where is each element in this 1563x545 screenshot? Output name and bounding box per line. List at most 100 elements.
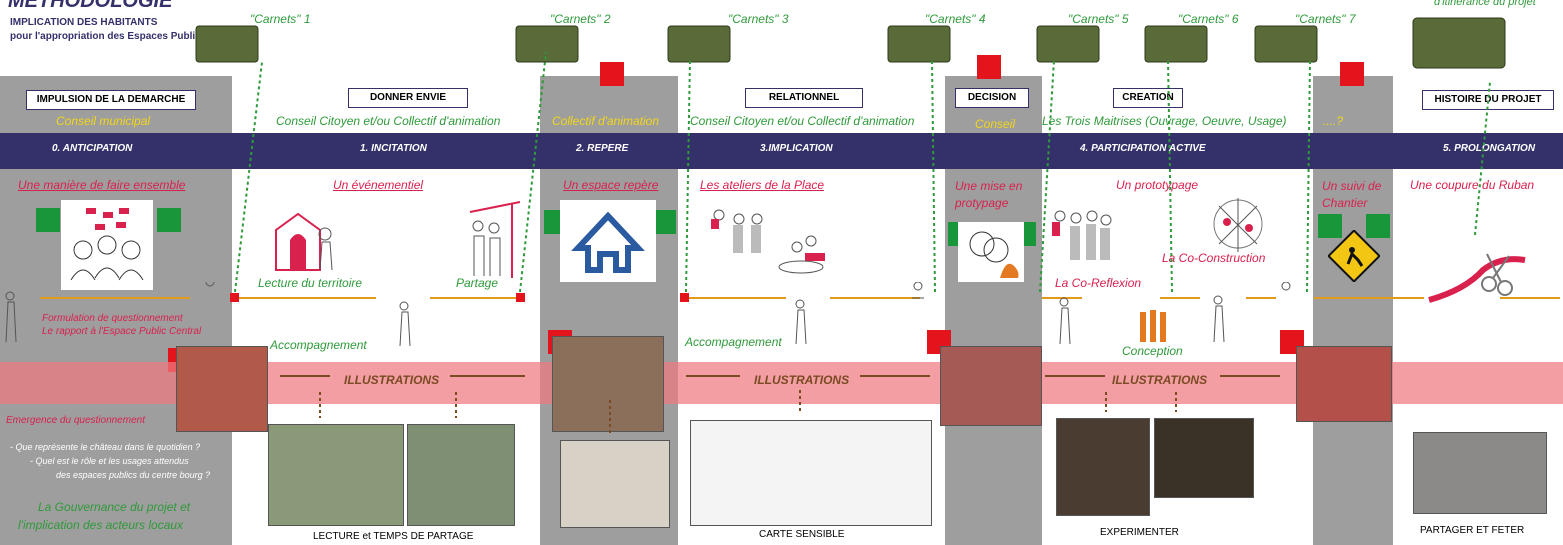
label-coconstruction: La Co-Construction — [1162, 251, 1266, 265]
timeline-segment — [1160, 297, 1200, 299]
sketch-house-icon — [560, 200, 656, 282]
notebook-icon — [195, 17, 1506, 69]
question-3: des espaces publics du centre bourg ? — [56, 470, 211, 480]
emergence-text: Emergence du questionnement — [6, 415, 145, 426]
phase-0: 0. ANTICIPATION — [52, 143, 133, 154]
label-accompagnement-1: Accompagnement — [270, 338, 367, 352]
box-impulsion: IMPULSION DE LA DEMARCHE — [26, 90, 196, 110]
actor-collectif: Collectif d'animation — [552, 114, 660, 128]
box-decision: DECISION — [955, 88, 1029, 108]
green-marker — [157, 208, 181, 232]
page-title: METHODOLOGIE — [8, 0, 173, 12]
timeline-marker — [230, 293, 239, 302]
red-marker — [977, 55, 1001, 79]
actor-question: ....? — [1323, 114, 1344, 128]
timeline-segment — [686, 297, 786, 299]
green-marker — [36, 208, 60, 232]
phase-4: 4. PARTICIPATION ACTIVE — [1080, 143, 1206, 154]
gouvernance-2: l'implication des acteurs locaux — [18, 518, 184, 532]
photo-experimenter-1 — [1056, 418, 1150, 516]
caption-carte: CARTE SENSIBLE — [759, 529, 845, 540]
sketch-territoire — [275, 212, 333, 271]
action-4: Une mise en protypage — [955, 179, 1023, 210]
photo-foule — [940, 346, 1042, 426]
subtitle-line1: IMPLICATION DES HABITANTS — [10, 17, 158, 28]
sketch-meeting — [61, 200, 153, 290]
sketch-coconstruction — [1213, 198, 1263, 252]
label-lecture: Lecture du territoire — [258, 276, 363, 290]
photo-lecture — [268, 424, 404, 526]
photo-carte-sensible — [690, 420, 932, 526]
sketch-partage — [469, 201, 521, 278]
green-marker — [1318, 214, 1342, 238]
timeline-segment — [40, 297, 190, 299]
rapport-text: Le rapport à l'Espace Public Central — [42, 326, 202, 337]
action-2: Un espace repère — [563, 178, 659, 192]
carnet-label-1: "Carnets" 1 — [250, 12, 311, 26]
illustrations-label-1: ILLUSTRATIONS — [344, 373, 440, 387]
photo-carnet-ouvert — [560, 440, 670, 528]
question-1: - Que représente le château dans le quot… — [10, 442, 201, 452]
formulation-text: Formulation de questionnement — [42, 313, 183, 324]
person-icons — [5, 282, 1291, 347]
carnet-label-2: "Carnets" 2 — [550, 12, 611, 26]
carnet-label-4: "Carnets" 4 — [925, 12, 986, 26]
action-3: Les ateliers de la Place — [700, 178, 825, 192]
sketch-groupe — [1052, 210, 1112, 260]
label-coreflexion: La Co-Reflexion — [1055, 276, 1142, 290]
gouvernance-1: La Gouvernance du projet et — [38, 500, 191, 514]
photo-chateau — [176, 346, 268, 432]
phase-2: 2. REPERE — [576, 143, 629, 154]
illustrations-label-2: ILLUSTRATIONS — [754, 373, 850, 387]
phase-3: 3.IMPLICATION — [760, 143, 833, 154]
phase-1: 1. INCITATION — [360, 143, 427, 154]
photo-feter — [1413, 432, 1547, 514]
green-marker — [652, 210, 676, 234]
actor-conseil-citoyen-1: Conseil Citoyen et/ou Collectif d'animat… — [276, 114, 501, 128]
carnet-label-6: "Carnets" 6 — [1178, 12, 1239, 26]
photo-experimenter-2 — [1154, 418, 1254, 498]
box-envie: DONNER ENVIE — [348, 88, 468, 108]
photo-place — [552, 336, 664, 432]
timeline-segment — [236, 297, 376, 299]
phase-band — [0, 133, 1563, 169]
box-relationnel: RELATIONNEL — [745, 88, 863, 108]
timeline-segment — [1246, 297, 1276, 299]
sketch-ateliers — [711, 209, 825, 274]
notebook-icons — [195, 17, 1506, 69]
carnet-label-3: "Carnets" 3 — [728, 12, 789, 26]
red-marker — [600, 62, 624, 86]
caption-experimenter: EXPERIMENTER — [1100, 527, 1179, 538]
question-2: - Quel est le rôle et les usages attendu… — [30, 456, 189, 466]
phase-5: 5. PROLONGATION — [1443, 143, 1536, 154]
label-partage: Partage — [456, 276, 499, 290]
caption-partager: PARTAGER ET FETER — [1420, 525, 1525, 536]
subtitle-line2: pour l'appropriation des Espaces Publics — [10, 31, 207, 42]
green-marker — [1366, 214, 1390, 238]
carnet-label-5: "Carnets" 5 — [1068, 12, 1129, 26]
actor-conseil-citoyen-2: Conseil Citoyen et/ou Collectif d'animat… — [690, 114, 915, 128]
timeline-segment — [430, 297, 520, 299]
scissors-icon — [1428, 253, 1526, 303]
timeline-marker — [516, 293, 525, 302]
sketch-protypage — [958, 222, 1024, 282]
box-creation: CREATION — [1113, 88, 1183, 108]
construction-sign-icon — [1328, 230, 1380, 282]
corner-note: d'itinérance du projet — [1434, 0, 1536, 8]
action-6: Un suivi de Chantier — [1322, 179, 1382, 210]
illustrations-label-3: ILLUSTRATIONS — [1112, 373, 1208, 387]
actor-conseil-municipal: Conseil municipal — [56, 114, 151, 128]
timeline-segment — [1500, 297, 1560, 299]
red-marker — [1340, 62, 1364, 86]
label-conception: Conception — [1122, 344, 1183, 358]
timeline-marker — [680, 293, 689, 302]
action-1: Un événementiel — [333, 178, 424, 192]
photo-partage — [407, 424, 515, 526]
timeline-segment — [1314, 297, 1424, 299]
caption-lecture: LECTURE et TEMPS DE PARTAGE — [313, 531, 474, 542]
timeline-segment — [830, 297, 920, 299]
photo-chantier — [1296, 346, 1392, 422]
action-5: Un prototypage — [1116, 178, 1199, 192]
action-0: Une manière de faire ensemble — [18, 178, 186, 192]
